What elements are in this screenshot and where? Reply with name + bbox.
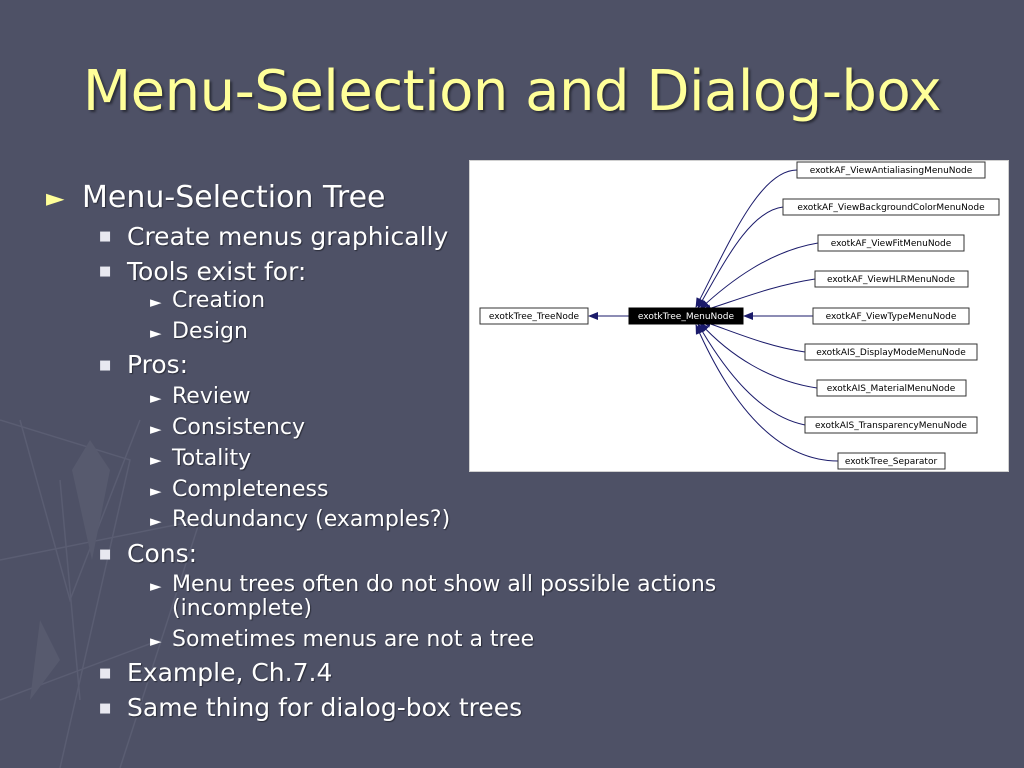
bullet-redundancy: Redundancy (examples?): [172, 507, 451, 532]
bullet-menu-trees: Menu trees often do not show all possibl…: [172, 572, 717, 597]
bullet-completeness: Completeness: [172, 477, 329, 502]
bullet-sometimes: Sometimes menus are not a tree: [172, 627, 535, 652]
bullet-menu-selection-tree: Menu-Selection Tree: [82, 180, 386, 215]
menu-tree-graph: exotkTree_TreeNode exotkTree_MenuNode ex…: [479, 161, 1000, 470]
tree-node-child-2: exotkAF_ViewBackgroundColorMenuNode: [782, 198, 1000, 216]
bullet-pros: Pros:: [127, 350, 189, 379]
arrow-bullet-icon: ►: [150, 632, 162, 650]
tree-node-child-label: exotkAIS_DisplayModeMenuNode: [816, 348, 966, 358]
square-bullet-icon: ■: [99, 701, 112, 716]
arrow-bullet-icon: ►: [150, 293, 162, 311]
bullet-create-menus: Create menus graphically: [127, 222, 449, 251]
arrow-bullet-icon: ►: [150, 451, 162, 469]
edge-background-color: [697, 206, 784, 309]
bullet-tools-exist: Tools exist for:: [127, 257, 307, 286]
square-bullet-icon: ■: [99, 264, 112, 279]
edge-display-mode: [701, 320, 806, 353]
bullet-review: Review: [172, 384, 251, 409]
square-bullet-icon: ■: [99, 358, 112, 373]
tree-node-child-8: exotkAIS_TransparencyMenuNode: [804, 416, 978, 434]
square-bullet-icon: ■: [99, 229, 112, 244]
tree-node-child-6: exotkAIS_DisplayModeMenuNode: [804, 343, 978, 361]
tree-node-child-3: exotkAF_ViewFitMenuNode: [817, 234, 965, 252]
tree-node-child-1: exotkAF_ViewAntialiasingMenuNode: [796, 161, 986, 179]
tree-node-child-label: exotkAF_ViewBackgroundColorMenuNode: [797, 203, 985, 213]
tree-node-child-label: exotkAF_ViewHLRMenuNode: [827, 275, 956, 285]
tree-node-child-label: exotkTree_Separator: [845, 457, 938, 467]
edge-view-fit: [699, 242, 819, 310]
tree-node-center-label: exotkTree_MenuNode: [638, 312, 735, 322]
arrow-bullet-icon: ►: [150, 512, 162, 530]
arrow-bullet-icon: ►: [150, 389, 162, 407]
menu-tree-diagram: exotkTree_TreeNode exotkTree_MenuNode ex…: [469, 160, 1009, 472]
tree-node-child-9: exotkTree_Separator: [837, 452, 946, 470]
tree-edges: [588, 169, 839, 462]
bullet-menu-trees-cont: (incomplete): [172, 596, 312, 621]
bullet-consistency: Consistency: [172, 415, 306, 440]
bullet-example: Example, Ch.7.4: [127, 658, 333, 687]
bullet-cons: Cons:: [127, 539, 198, 568]
edge-separator: [695, 324, 839, 462]
arrow-bullet-icon: ►: [46, 184, 65, 212]
tree-node-child-label: exotkAF_ViewTypeMenuNode: [826, 312, 957, 322]
tree-node-child-5: exotkAF_ViewTypeMenuNode: [812, 307, 970, 325]
edge-transparency: [697, 323, 806, 426]
tree-node-child-4: exotkAF_ViewHLRMenuNode: [814, 270, 969, 288]
tree-node-child-label: exotkAF_ViewAntialiasingMenuNode: [810, 166, 973, 176]
tree-node-child-label: exotkAIS_TransparencyMenuNode: [815, 421, 967, 431]
bullet-design: Design: [172, 319, 248, 344]
slide-title: Menu-Selection and Dialog-box: [82, 59, 942, 124]
tree-node-root: exotkTree_TreeNode: [479, 307, 589, 325]
square-bullet-icon: ■: [99, 666, 112, 681]
tree-node-child-label: exotkAIS_MaterialMenuNode: [827, 384, 956, 394]
arrow-bullet-icon: ►: [150, 482, 162, 500]
tree-node-center: exotkTree_MenuNode: [628, 307, 744, 325]
bullet-creation: Creation: [172, 288, 266, 313]
edge-view-hlr: [701, 278, 816, 313]
tree-node-child-7: exotkAIS_MaterialMenuNode: [816, 379, 967, 397]
arrow-bullet-icon: ►: [150, 420, 162, 438]
tree-node-root-label: exotkTree_TreeNode: [489, 312, 580, 322]
arrow-bullet-icon: ►: [150, 324, 162, 342]
arrow-bullet-icon: ►: [150, 577, 162, 595]
edge-antialiasing: [695, 169, 798, 308]
square-bullet-icon: ■: [99, 547, 112, 562]
tree-node-child-label: exotkAF_ViewFitMenuNode: [831, 239, 952, 249]
bullet-totality: Totality: [172, 446, 252, 471]
bullet-same-thing: Same thing for dialog-box trees: [127, 693, 523, 722]
edge-material: [699, 322, 818, 389]
